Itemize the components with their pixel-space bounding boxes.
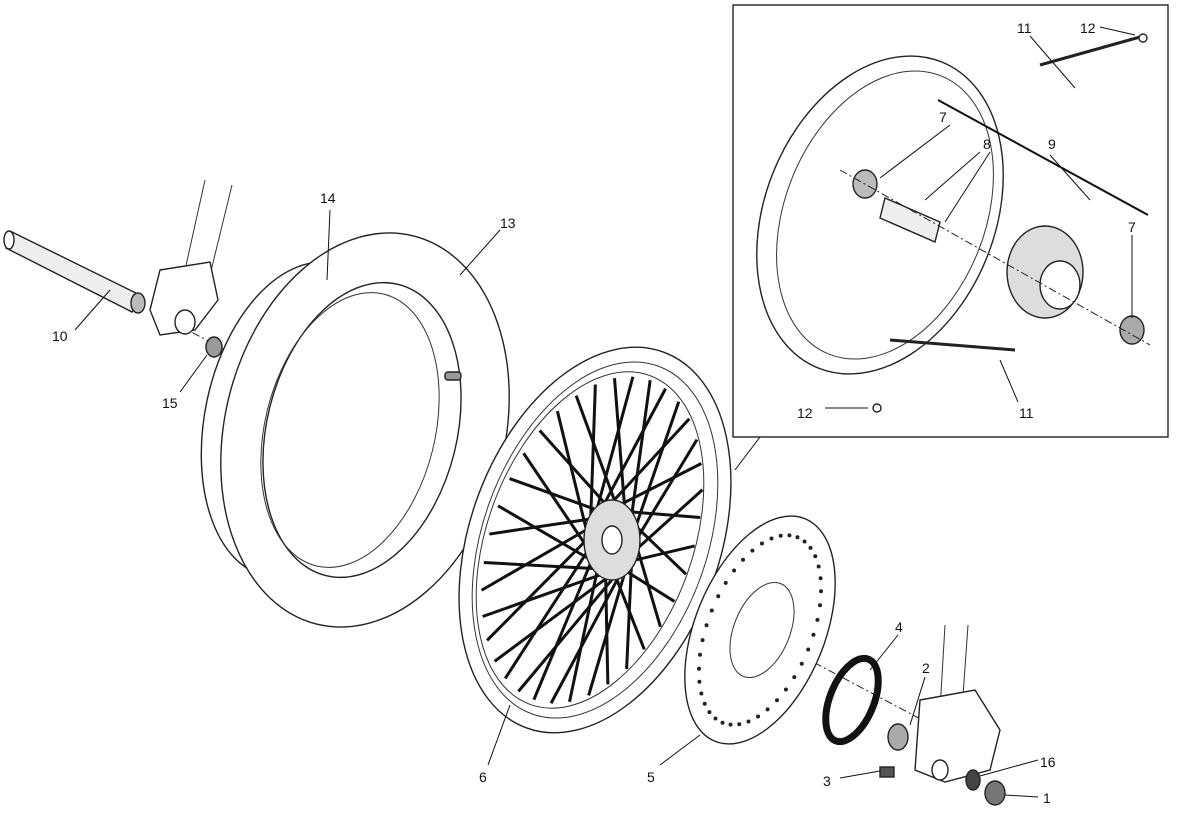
disc-hole [756, 714, 761, 719]
disc-hole [769, 536, 774, 541]
callout-6: 6 [479, 769, 487, 785]
disc-hole [704, 623, 709, 628]
spoke [522, 452, 596, 560]
spoke [485, 535, 592, 642]
spacer-part-15 [205, 336, 223, 358]
disc-hole [723, 580, 728, 585]
disc-hole [746, 719, 751, 724]
callout-15: 15 [162, 395, 178, 411]
spacer-part-2 [887, 723, 909, 751]
spoke [590, 376, 635, 529]
callout-3: 3 [823, 773, 831, 789]
spoke [509, 477, 605, 514]
callout-2: 2 [922, 660, 930, 676]
disc-hole [702, 701, 707, 706]
callout-1: 1 [1043, 790, 1051, 806]
disc-hole [728, 722, 733, 727]
disc-hole [741, 557, 746, 562]
spoke [517, 559, 630, 693]
washer-part-16 [965, 769, 981, 791]
axle-part-10 [3, 230, 146, 314]
disc-hole [700, 638, 705, 643]
disc-hole [815, 617, 820, 622]
inset-hub-detail [732, 4, 1169, 438]
disc-hole [818, 576, 823, 581]
disc-hole [750, 548, 755, 553]
axle-centerline [149, 309, 961, 741]
inset-callout-12-bottom: 12 [797, 405, 813, 421]
disc-hole [696, 666, 701, 671]
spoke [483, 560, 608, 571]
disc-hole [811, 632, 816, 637]
disc-hole [802, 539, 807, 544]
callout-10: 10 [52, 328, 68, 344]
disc-hole [783, 687, 788, 692]
spoke [480, 524, 594, 592]
disc-hole [759, 541, 764, 546]
spoke [594, 387, 667, 521]
inset-callout-11-top: 11 [1017, 20, 1032, 36]
spoke [497, 504, 601, 567]
disc-hole [707, 710, 712, 715]
disc-hole [737, 722, 742, 727]
disc-hole [792, 675, 797, 680]
disc-hole [795, 535, 800, 540]
disc-hole [819, 589, 824, 594]
disc-hole [699, 691, 704, 696]
disc-hole [732, 568, 737, 573]
callout-5: 5 [647, 769, 655, 785]
disc-hole [774, 698, 779, 703]
inset-callout-9: 9 [1048, 136, 1056, 152]
tire-part-13 [220, 232, 510, 628]
disc-hole [765, 707, 770, 712]
spoke [493, 565, 623, 663]
spoke [608, 462, 703, 512]
disc-hole [709, 608, 714, 613]
inset-callout-11-bottom: 11 [1019, 405, 1034, 421]
spoke [613, 378, 627, 517]
callout-14: 14 [320, 190, 336, 206]
spoke [482, 568, 616, 618]
disc-hole [697, 679, 702, 684]
spoke [632, 438, 699, 545]
callout-16: 16 [1040, 754, 1056, 770]
tone-ring-part-4 [822, 654, 882, 746]
disc-hole [720, 720, 725, 725]
callout-13: 13 [500, 215, 516, 231]
inset-callout-12-top: 12 [1080, 20, 1096, 36]
disc-hole [698, 652, 703, 657]
disc-hole [799, 661, 804, 666]
right-fork-leg [914, 624, 1001, 783]
disc-hole [813, 554, 818, 559]
inset-callout-7-left: 7 [939, 109, 947, 125]
nut-part-1 [984, 780, 1006, 806]
brake-disc-part-5 [684, 515, 836, 745]
callout-4: 4 [895, 619, 903, 635]
disc-hole [816, 564, 821, 569]
spoke [600, 417, 691, 515]
disc-hole [713, 716, 718, 721]
spoke [626, 544, 695, 564]
spoked-wheel-part-6 [458, 346, 732, 734]
disc-hole [808, 545, 813, 550]
disc-hole [787, 533, 792, 538]
spoke [630, 488, 704, 555]
inset-callout-7-right: 7 [1128, 219, 1136, 235]
disc-hole [716, 594, 721, 599]
disc-hole [806, 647, 811, 652]
disc-hole [817, 603, 822, 608]
inset-callout-8: 8 [983, 136, 991, 152]
disc-hole [778, 533, 783, 538]
spoke [489, 516, 598, 536]
spoke [629, 380, 652, 524]
screw-part-3 [879, 766, 895, 778]
left-fork-leg [149, 179, 233, 336]
